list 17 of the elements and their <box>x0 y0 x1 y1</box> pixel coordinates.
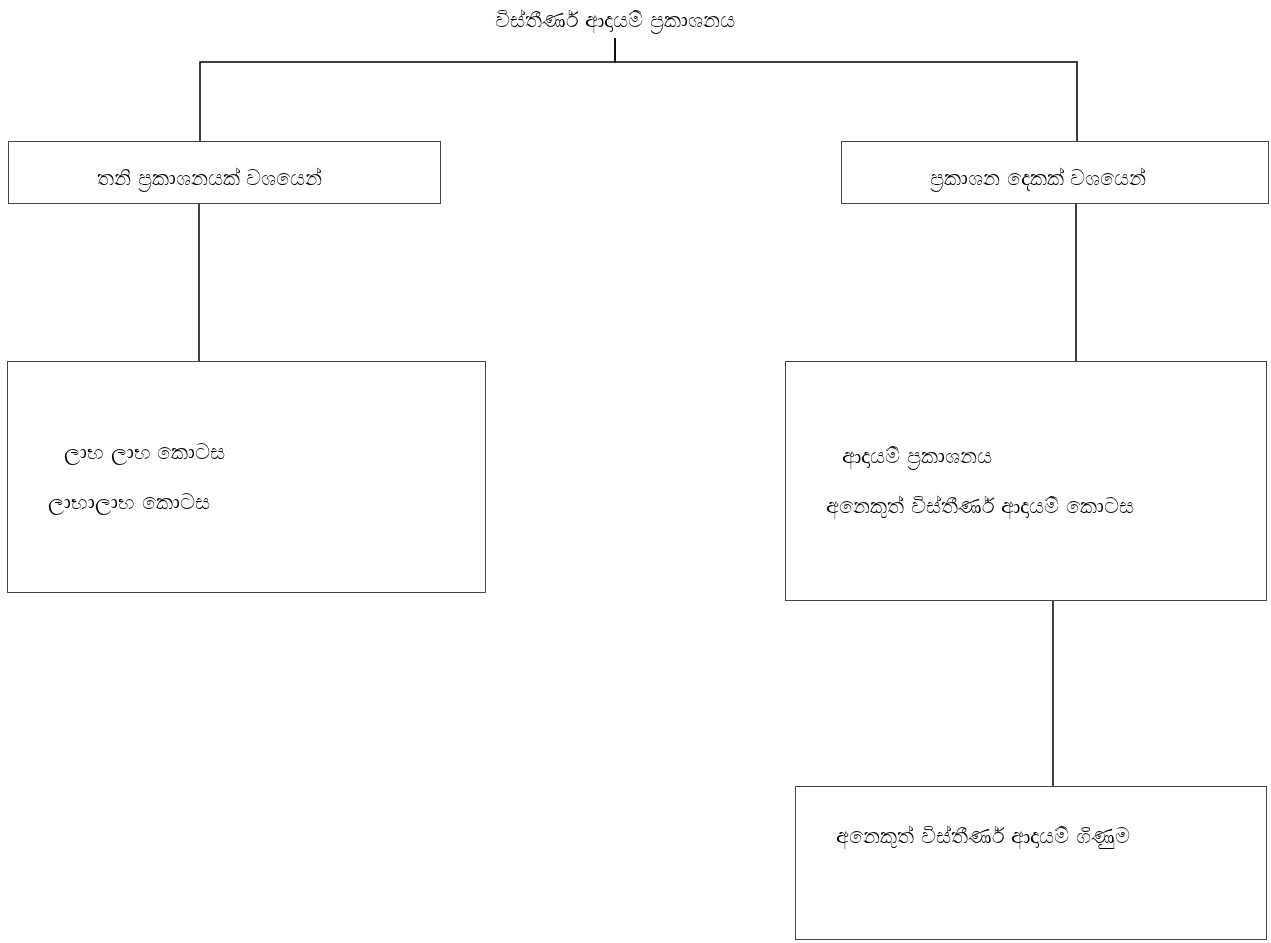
box-text: අනෙකුත් විස්තීර්ණ ආදායම් කොටස <box>825 493 1136 520</box>
box-text: අනෙකුත් විස්තීර්ණ ආදායම් ගිණුම <box>835 823 1132 850</box>
box-text: ප්‍රකාශන දෙකක් වශයෙන් <box>929 164 1148 191</box>
box-text: ලාභාලාභ කොටස <box>47 489 211 516</box>
connector-line <box>198 203 200 362</box>
box-text: තනි ප්‍රකාශනයක් වශයෙන් <box>96 164 324 191</box>
text-box <box>841 141 1269 204</box>
box-text: ලාභ ලාභ කොටස <box>63 438 227 465</box>
text-box <box>785 361 1267 601</box>
connector-line <box>1075 203 1077 362</box>
text-box <box>795 786 1267 940</box>
connector-line <box>1052 600 1054 787</box>
text-box <box>7 361 486 593</box>
box-text: ආදායම් ප්‍රකාශනය <box>841 442 993 469</box>
root-node-label: විස්තීර්ණ ආදායම් ප්‍රකාශනය <box>494 6 736 34</box>
connector-line <box>614 37 1078 142</box>
text-box <box>8 141 441 204</box>
